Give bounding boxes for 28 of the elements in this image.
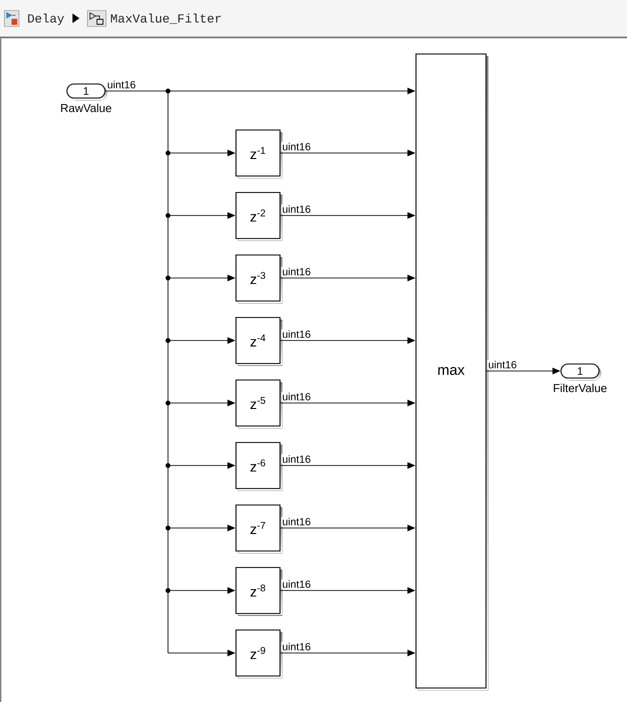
max-block: max xyxy=(415,53,488,690)
signal-label: uint16 xyxy=(281,392,312,402)
breadcrumb-text: MaxValue_Filter xyxy=(110,14,221,24)
signal-label: uint16 xyxy=(281,516,312,526)
signal-label: uint16 xyxy=(281,142,312,152)
signal-label: uint16 xyxy=(281,642,312,652)
signal-label: uint16 xyxy=(281,454,312,464)
signal-label: uint16 xyxy=(281,204,312,214)
unit-delay-block: z$^{-2}$ xyxy=(235,192,282,241)
signal-label: uint16 xyxy=(281,266,312,276)
outport-block: 1 xyxy=(560,363,602,380)
signal-label: uint16 xyxy=(487,360,518,370)
unit-delay-block: z$^{-6}$ xyxy=(235,442,282,491)
signal-label: uint16 xyxy=(106,80,137,90)
port-name: RawValue xyxy=(61,104,112,112)
unit-delay-block: z$^{-4}$ xyxy=(235,316,282,366)
signal-label: uint16 xyxy=(281,579,312,589)
breadcrumb-text: Delay xyxy=(28,14,64,26)
signal-label: uint16 xyxy=(281,329,312,339)
signal-line xyxy=(105,90,168,92)
inport-block: 1 xyxy=(66,83,108,100)
unit-delay-block: z$^{-1}$ xyxy=(235,129,282,178)
unit-delay-block: z$^{-8}$ xyxy=(235,566,282,616)
unit-delay-block: z$^{-9}$ xyxy=(235,629,282,678)
port-name: FilterValue xyxy=(554,384,607,392)
unit-delay-block: z$^{-7}$ xyxy=(235,504,282,554)
unit-delay-block: z$^{-5}$ xyxy=(235,379,282,428)
unit-delay-block: z$^{-3}$ xyxy=(235,254,282,304)
